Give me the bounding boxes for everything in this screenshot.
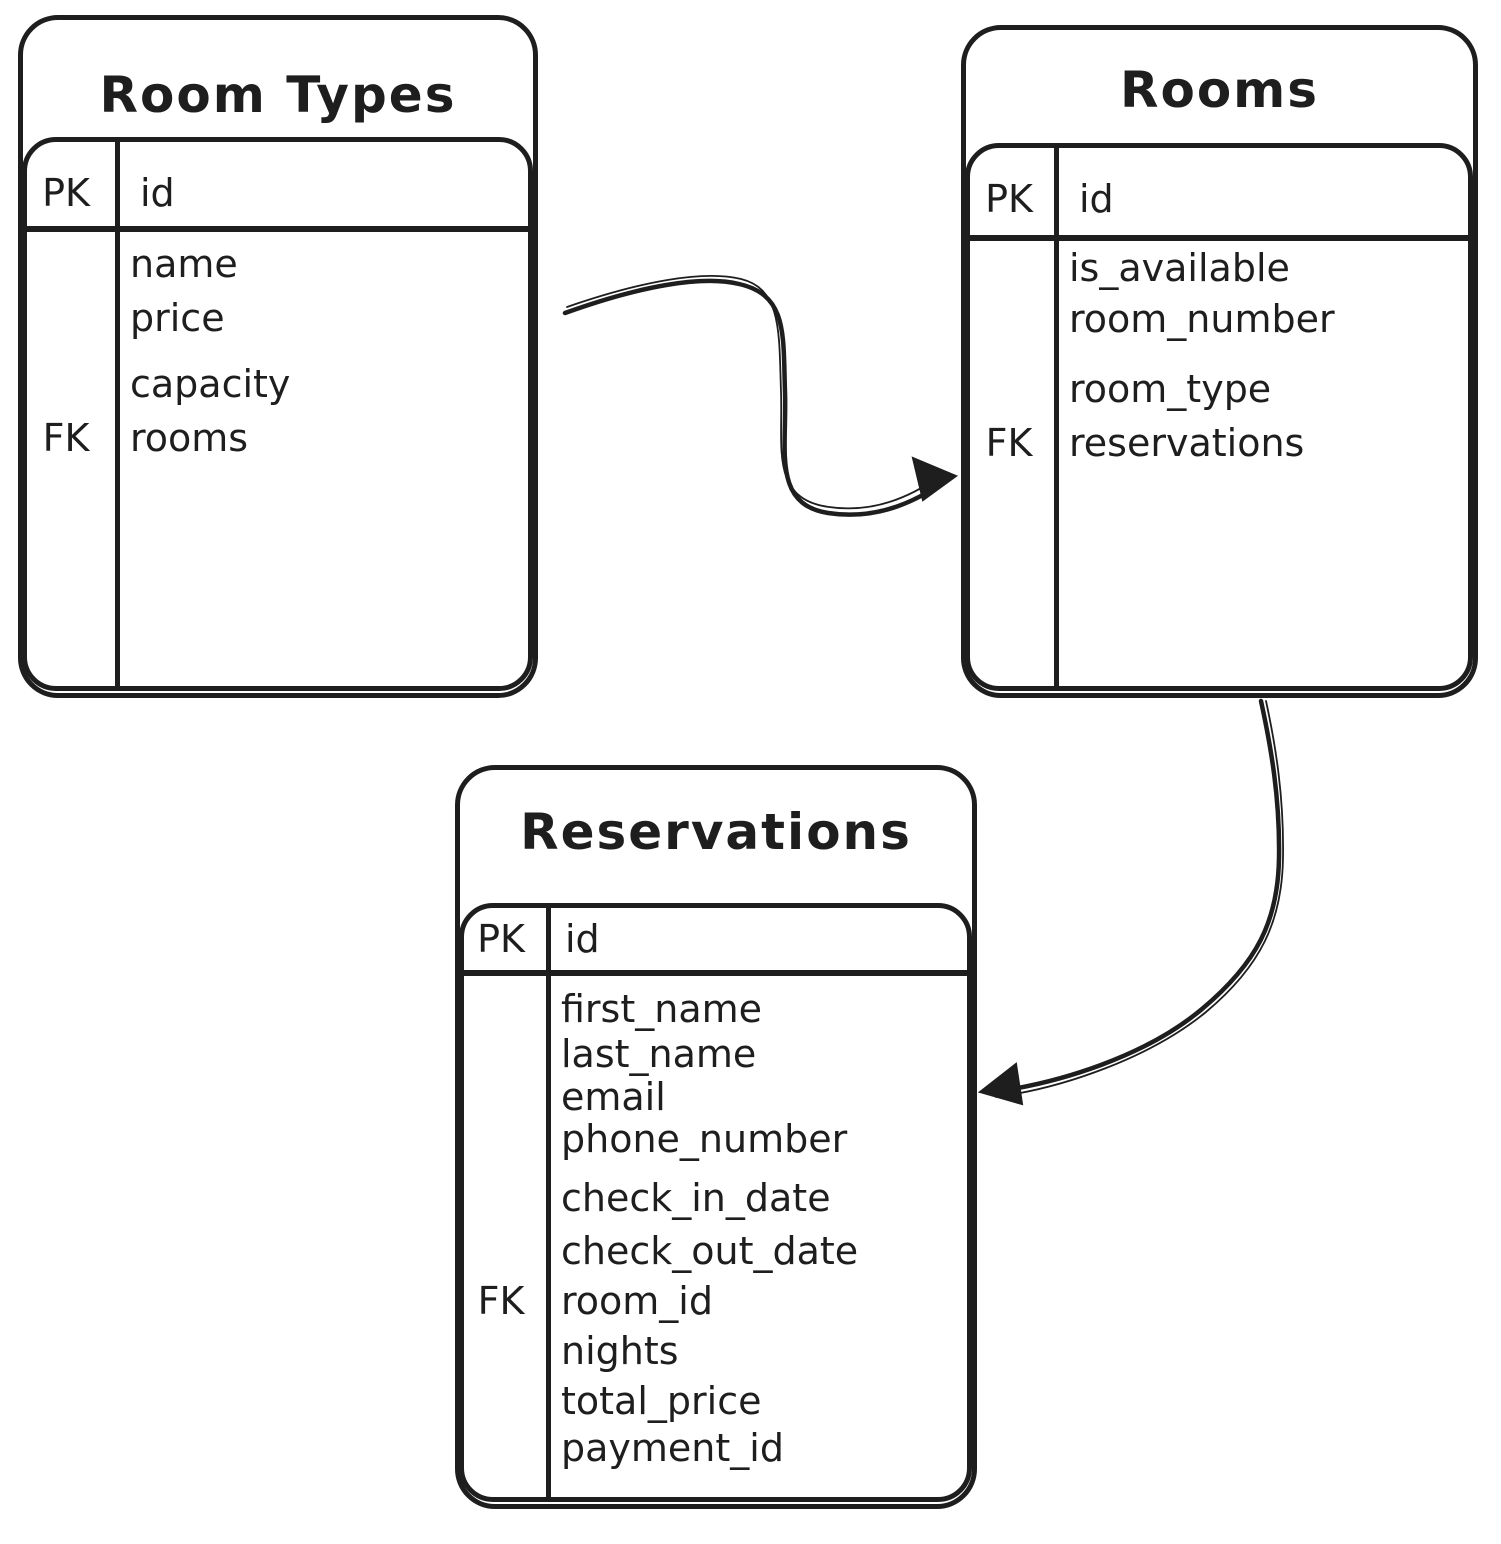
pk-field: id	[140, 171, 175, 215]
arrowhead-icon	[911, 456, 959, 502]
entity-outline	[455, 765, 977, 1509]
arrow-rooms-to-reservations[interactable]	[977, 698, 1284, 1106]
field-row: email	[561, 1075, 666, 1119]
key-column-divider	[1054, 143, 1059, 691]
pk-field: id	[1079, 177, 1114, 221]
key-column-divider	[546, 903, 551, 1502]
entity-reservations[interactable]: Reservations PK id first_name last_name …	[455, 765, 977, 1509]
field-row: capacity	[130, 362, 291, 406]
entity-title: Rooms	[1119, 61, 1320, 119]
fk-label: FK	[477, 1279, 525, 1323]
fk-label: FK	[985, 421, 1033, 465]
entity-outline	[18, 15, 538, 698]
entity-fields-box	[459, 903, 972, 1502]
arrowhead-icon	[977, 1062, 1024, 1106]
header-separator	[961, 235, 1478, 241]
field-row: reservations	[1069, 421, 1305, 465]
field-row: nights	[561, 1329, 679, 1373]
field-row: name	[130, 242, 238, 286]
field-row: room_id	[561, 1279, 713, 1323]
fk-label: FK	[42, 416, 90, 460]
entity-rooms[interactable]: Rooms PK id is_available room_number roo…	[961, 25, 1478, 698]
field-row: room_number	[1069, 297, 1335, 341]
header-separator	[18, 226, 538, 232]
arrow-room-types-to-rooms[interactable]	[562, 275, 959, 517]
field-row: check_in_date	[561, 1176, 831, 1220]
field-row: price	[130, 296, 225, 340]
field-row: payment_id	[561, 1426, 784, 1470]
field-row: phone_number	[561, 1117, 848, 1161]
field-row: first_name	[561, 987, 763, 1031]
pk-field: id	[565, 917, 600, 961]
entity-title: Reservations	[520, 803, 912, 861]
field-row: total_price	[561, 1379, 762, 1423]
field-row: rooms	[130, 416, 249, 460]
pk-label: PK	[477, 917, 525, 961]
entity-outline	[961, 25, 1478, 698]
entity-title: Room Types	[99, 66, 457, 124]
pk-label: PK	[985, 177, 1033, 221]
field-row: room_type	[1069, 367, 1272, 411]
pk-label: PK	[42, 171, 90, 215]
key-column-divider	[115, 137, 120, 691]
entity-fields-box	[22, 137, 533, 691]
field-row: last_name	[561, 1032, 757, 1076]
field-row: check_out_date	[561, 1229, 859, 1273]
field-row: is_available	[1069, 246, 1290, 290]
entity-room-types[interactable]: Room Types PK id name price capacity FK …	[18, 15, 538, 698]
entity-fields-box	[965, 143, 1473, 691]
header-separator	[455, 970, 977, 976]
